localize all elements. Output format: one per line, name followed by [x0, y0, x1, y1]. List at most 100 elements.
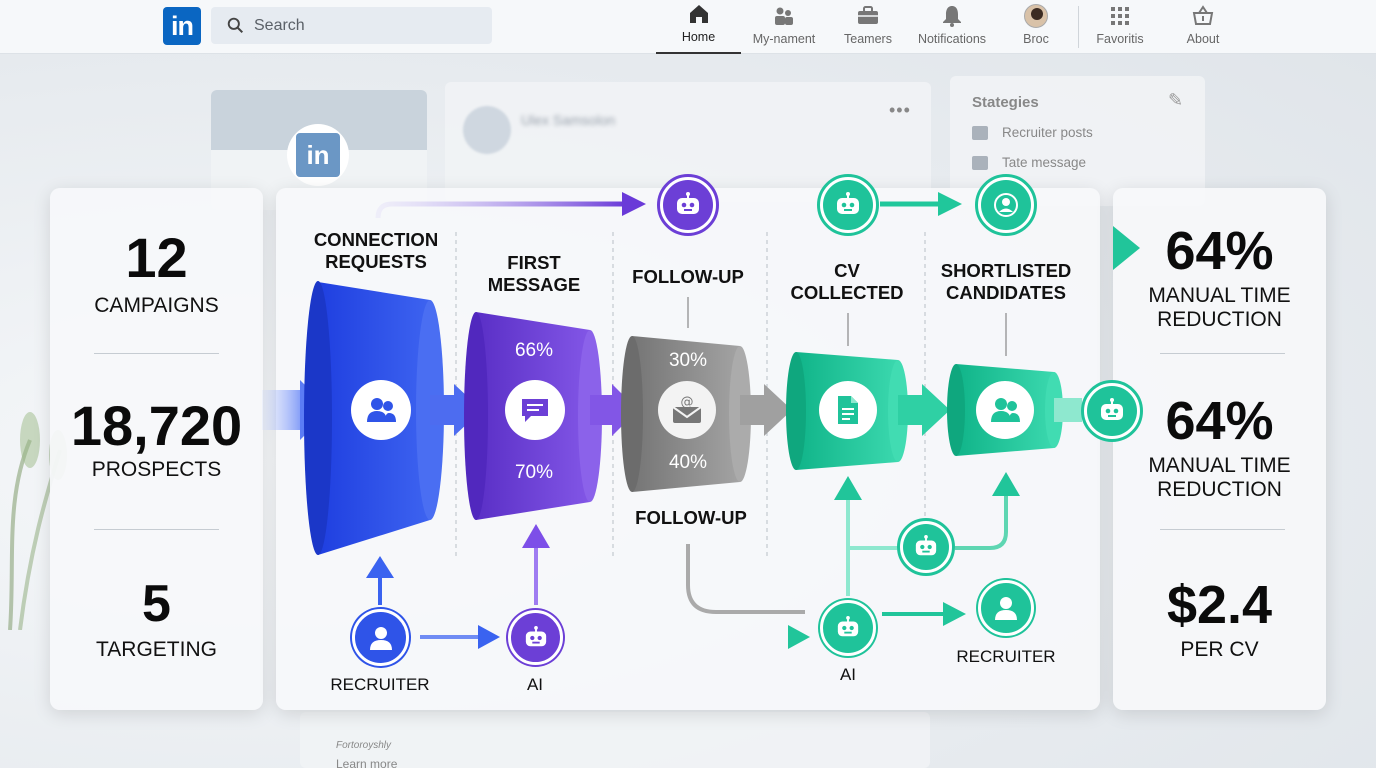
stat-targeting-value: 5 [142, 575, 171, 633]
funnel-mouth [304, 281, 332, 555]
follow-up-bottom-value: 40% [668, 452, 708, 473]
candidates-icon [976, 381, 1034, 439]
robot-icon [817, 174, 879, 236]
strategies-item-tate-message[interactable]: Tate message [972, 155, 1086, 170]
network-icon [775, 7, 793, 25]
stat-campaigns-label: CAMPAIGNS [94, 294, 219, 317]
stage-follow-up: FOLLOW-UP [632, 266, 744, 287]
arrow-head [788, 625, 810, 649]
robot-icon-inner [823, 180, 873, 230]
stat-campaigns-value: 12 [125, 226, 188, 289]
nav-teamers-label: Teamers [844, 32, 892, 46]
ai-robot-icon [508, 610, 563, 665]
funnel-mouth [947, 364, 965, 456]
grid-icon [1111, 7, 1129, 25]
nav-favorites[interactable]: Favoritis [1088, 0, 1152, 54]
stat-campaigns: 12 CAMPAIGNS [50, 230, 263, 318]
people-icon [351, 380, 411, 440]
search-box[interactable]: Search [211, 7, 492, 44]
ai-label-left: AI [526, 675, 544, 694]
nav-my-network-label: My-nament [752, 32, 816, 46]
stat-time-reduction-1-value: 64% [1165, 221, 1274, 281]
robot-icon [897, 518, 955, 576]
background-post-author: Ulex Samsolon [521, 112, 616, 128]
connector-arrow-head [922, 384, 950, 436]
strategies-item-label: Tate message [1002, 155, 1087, 170]
left-stats-panel [50, 188, 263, 710]
stat-prospects-value: 18,720 [70, 394, 243, 457]
nav-divider [1078, 6, 1079, 48]
stat-cost-per-cv-value: $2.4 [1166, 575, 1273, 635]
nav-teamers[interactable]: Teamers [832, 0, 904, 54]
background-linkedin-logo: in [287, 124, 349, 186]
strategies-item-label: Recruiter posts [1002, 125, 1093, 140]
background-linkedin-logo-text: in [296, 133, 340, 177]
stat-cost-per-cv: $2.4 PER CV [1113, 578, 1326, 662]
stat-separator [1160, 353, 1285, 354]
funnel-mouth [621, 336, 643, 492]
funnel-mouth [464, 312, 488, 520]
background-footer-note: Fortoroyshly [336, 740, 392, 751]
stat-time-reduction-2: 64% MANUAL TIME REDUCTION [1113, 394, 1326, 502]
connector [955, 494, 1008, 550]
stat-time-reduction-1-label: MANUAL TIME REDUCTION [1148, 284, 1291, 331]
first-message-bottom-value: 70% [514, 462, 554, 483]
message-icon [505, 380, 565, 440]
strategies-title: Stategies [972, 94, 1039, 111]
stat-prospects: 18,720 PROSPECTS [50, 398, 263, 482]
robot-icon-inner [1087, 386, 1137, 436]
arrow-head [938, 192, 962, 216]
nav-notifications[interactable]: Notifications [912, 0, 992, 54]
stat-time-reduction-2-value: 64% [1165, 391, 1274, 451]
stage-shortlisted-candidates: SHORTLISTED CANDIDATES [940, 260, 1072, 303]
arrow-head [622, 192, 646, 216]
user-icon [975, 174, 1037, 236]
nav-about-label: About [1186, 32, 1220, 46]
document-icon [972, 155, 988, 170]
strategies-item-recruiter-posts[interactable]: Recruiter posts [972, 125, 1093, 140]
briefcase-icon [858, 6, 878, 24]
nav-about[interactable]: About [1176, 0, 1230, 54]
nav-home[interactable]: Home [656, 0, 741, 54]
stage-connection-requests: CONNECTION REQUESTS [313, 229, 439, 272]
stat-targeting: 5 TARGETING [50, 578, 263, 662]
robot-icon-inner [663, 180, 713, 230]
basket-icon [1192, 5, 1214, 25]
recruiter-label-left: RECRUITER [330, 675, 430, 694]
background-footer-link[interactable]: Learn more [336, 757, 398, 768]
user-icon-inner [981, 180, 1031, 230]
funnel-mouth [786, 352, 806, 470]
linkedin-logo[interactable]: in [163, 7, 201, 45]
pencil-icon[interactable]: ✎ [1168, 90, 1184, 110]
more-options-icon[interactable]: ••• [889, 100, 911, 120]
stage-cv-collected: CV COLLECTED [790, 260, 904, 303]
first-message-top-value: 66% [514, 340, 554, 361]
connector-arrow-head [764, 384, 792, 436]
background-post-avatar [463, 106, 511, 154]
stat-cost-per-cv-label: PER CV [1180, 638, 1259, 661]
document-icon [819, 381, 877, 439]
arrow-head [943, 602, 966, 626]
recruiter-label-right: RECRUITER [956, 647, 1056, 666]
follow-up-return-line [686, 544, 805, 614]
stat-separator [1160, 529, 1285, 530]
home-icon [689, 5, 708, 23]
stats-pointer-arrow [1113, 226, 1140, 270]
arrow-head [522, 524, 550, 548]
search-placeholder: Search [254, 16, 305, 34]
robot-icon [657, 174, 719, 236]
stat-time-reduction-2-label: MANUAL TIME REDUCTION [1148, 454, 1291, 501]
top-navigation-bar: in Search Home My-nament Teamers Notific… [0, 0, 1376, 54]
briefcase-icon [972, 125, 988, 140]
arrow-head [834, 476, 862, 500]
connector-arrow-body [1054, 398, 1082, 422]
ai-robot-icon [820, 600, 876, 656]
nav-profile[interactable]: Broc [1006, 0, 1066, 54]
follow-up-top-value: 30% [668, 350, 708, 371]
nav-home-label: Home [681, 30, 716, 44]
ai-label-right: AI [839, 665, 857, 684]
robot-icon [1081, 380, 1143, 442]
stat-targeting-label: TARGETING [96, 638, 217, 661]
arrow-head [366, 556, 394, 578]
nav-my-network[interactable]: My-nament [745, 0, 823, 54]
